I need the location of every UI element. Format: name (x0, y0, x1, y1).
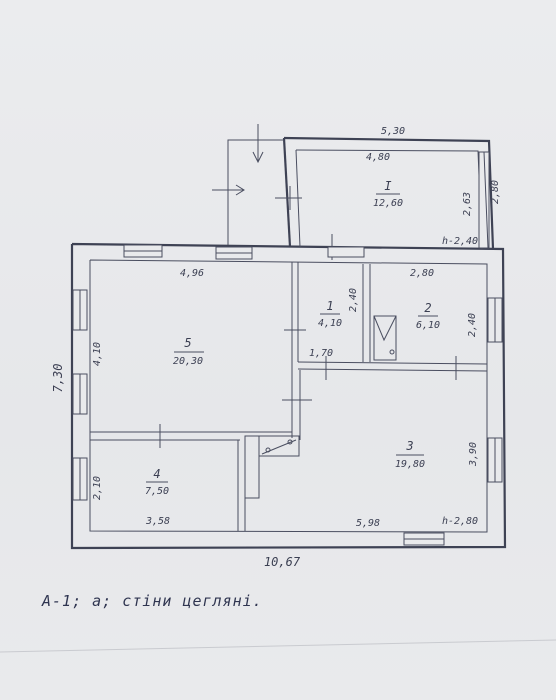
room-area-3: 19,80 (395, 459, 425, 470)
room-area-4: 7,50 (145, 486, 169, 497)
room-label-4: 4 7,50 (145, 467, 169, 497)
room-area-1: 4,10 (318, 318, 342, 329)
dim-total-width: 10,67 (264, 555, 301, 569)
dim-room5-height: 4,10 (92, 342, 103, 366)
room-id-4: 4 (153, 467, 160, 481)
room-area-5: 20,30 (173, 356, 203, 367)
plan-caption: А-1; а; стіни цегляні. (42, 592, 263, 610)
dim-room4-width: 3,58 (145, 516, 170, 527)
dim-annex-inner: 4,80 (366, 152, 390, 163)
room-label-3: 3 19,80 (395, 439, 425, 470)
dim-room3-height: 3,90 (468, 442, 479, 467)
paper-rule (0, 639, 556, 653)
fixture-diagonal (373, 315, 397, 342)
room-id-5: 5 (184, 336, 191, 350)
room-id-I: I (384, 179, 391, 193)
entry-arrow-head-right (235, 184, 245, 196)
room-id-2: 2 (424, 301, 431, 315)
fixture-box (373, 315, 397, 361)
room-label-I: I 12,60 (373, 179, 403, 209)
dim-room1-height: 2,40 (348, 288, 359, 312)
main-inner-wall (89, 259, 488, 533)
room-label-5: 5 20,30 (173, 336, 204, 367)
dim-annex-height: h-2,40 (442, 236, 478, 247)
room-label-2: 2 6,10 (416, 301, 440, 331)
room-id-3: 3 (405, 439, 413, 453)
annex-outer-wall (283, 136, 495, 250)
stove-top (258, 435, 300, 457)
window-top-3 (327, 246, 365, 258)
room-id-1: 1 (326, 299, 333, 313)
dim-top-annex: 5,30 (381, 126, 405, 137)
dim-annex-right-inner: 2,63 (462, 192, 473, 216)
room-area-I: 12,60 (373, 198, 403, 209)
stove-vent-a (265, 447, 271, 453)
dim-main-height: h-2,80 (442, 516, 478, 527)
room-area-2: 6,10 (416, 320, 440, 331)
dim-room2-width: 2,80 (410, 268, 434, 279)
entry-arrow-head-down (252, 151, 264, 164)
room-label-1: 1 4,10 (318, 299, 342, 329)
dim-annex-right-outer: 2,80 (490, 180, 501, 204)
main-outer-wall (70, 242, 507, 550)
dim-room4-height: 2,10 (92, 476, 103, 500)
dim-room2-height: 2,40 (467, 313, 478, 337)
stove-box (244, 435, 260, 499)
dim-room5-width: 4,96 (180, 268, 204, 279)
stove-vent-b (287, 439, 293, 445)
window-annex-right-line (483, 151, 489, 249)
annex-left-wall (282, 137, 292, 248)
dim-room3-width: 5,98 (356, 518, 380, 529)
fixture-circle (389, 349, 395, 355)
dim-total-height: 7,30 (51, 364, 65, 393)
dim-room1-width: 1,70 (309, 348, 333, 359)
porch-outline (227, 139, 284, 245)
